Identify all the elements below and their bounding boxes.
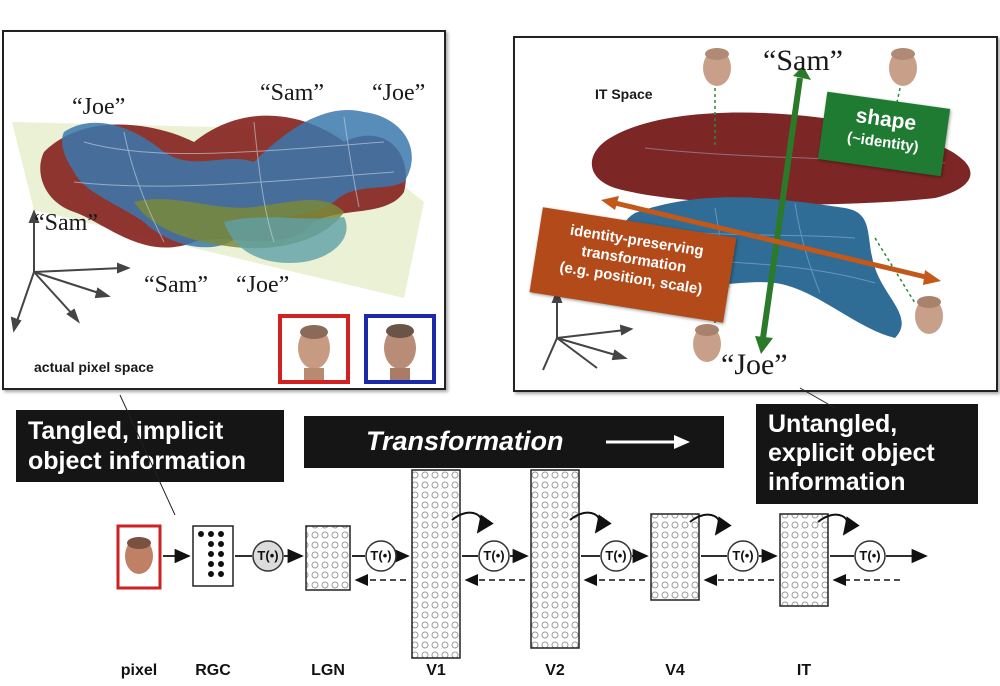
label-joe-bottom: “Joe”: [236, 272, 290, 298]
pixel-space-caption: actual pixel space: [34, 359, 154, 375]
transform-node-5: T(•): [732, 548, 754, 563]
axes-icon: [10, 209, 131, 333]
tangled-manifold-illustration: [10, 110, 424, 333]
stage-label-v1: V1: [426, 662, 446, 679]
it-axes-icon: [542, 289, 634, 371]
mesh-lines: [73, 116, 395, 243]
tangled-line1: Tangled, implicit: [28, 417, 224, 445]
it-face-joe-2: [915, 296, 943, 334]
sam-face-icon: [298, 325, 330, 380]
label-sam-left: “Sam”: [34, 210, 98, 236]
shape-axis-arrow: [755, 66, 811, 354]
v1-layer: [411, 469, 494, 659]
transform-node-2: T(•): [370, 548, 392, 563]
it-face-sam-2: [889, 48, 917, 86]
untangled-line1: Untangled,: [768, 410, 898, 438]
label-joe-top-right: “Joe”: [372, 80, 426, 106]
label-joe-it: “Joe”: [721, 348, 788, 381]
transform-node-4: T(•): [605, 548, 627, 563]
transform-axis-arrow: [601, 196, 941, 285]
lgn-layer: [305, 525, 351, 591]
stage-label-pixel: pixel: [120, 662, 158, 679]
label-sam-bottom: “Sam”: [144, 272, 208, 298]
it-space-panel: IT Space “Sam” “Joe” shape (~identity) i…: [513, 36, 998, 392]
stage-label-v4: V4: [665, 662, 685, 679]
joe-face-icon: [384, 324, 416, 380]
transformation-label: Transformation: [366, 426, 564, 456]
label-sam-top: “Sam”: [260, 80, 324, 106]
pixel-space-panel: “Joe” “Sam” “Joe” “Sam” “Sam” “Joe” actu…: [2, 30, 446, 390]
label-joe-top-left: “Joe”: [72, 94, 126, 120]
it-face-sam-1: [703, 48, 731, 86]
untangled-line3: information: [768, 468, 906, 496]
teal-manifold: [224, 217, 347, 263]
transform-node-3: T(•): [483, 548, 505, 563]
rgc-layer: [192, 525, 234, 587]
stage-label-it: IT: [796, 662, 812, 679]
joe-face-box: [364, 314, 436, 384]
transform-nodes: [252, 540, 886, 572]
right-arrow-icon: [606, 435, 690, 449]
pixel-image: [116, 524, 162, 590]
stage-label-rgc: RGC: [195, 662, 231, 679]
it-space-caption: IT Space: [595, 86, 653, 102]
stage-label-v2: V2: [545, 662, 565, 679]
it-layer: [779, 513, 860, 607]
v4-layer: [650, 513, 732, 601]
untangled-line2: explicit object: [768, 439, 935, 467]
stage-label-lgn: LGN: [311, 662, 345, 679]
sam-face-box: [278, 314, 350, 384]
transform-node-1: T(•): [257, 548, 279, 563]
untangled-callout: Untangled, explicit object information: [756, 404, 978, 504]
it-face-joe-1: [693, 324, 721, 362]
tangled-callout: Tangled, implicit object information: [16, 410, 284, 482]
transform-node-6: T(•): [859, 548, 881, 563]
transformation-callout: Transformation: [304, 416, 724, 468]
v2-layer: [530, 469, 612, 649]
label-sam-it: “Sam”: [763, 44, 843, 77]
tangled-line2: object information: [28, 447, 247, 475]
